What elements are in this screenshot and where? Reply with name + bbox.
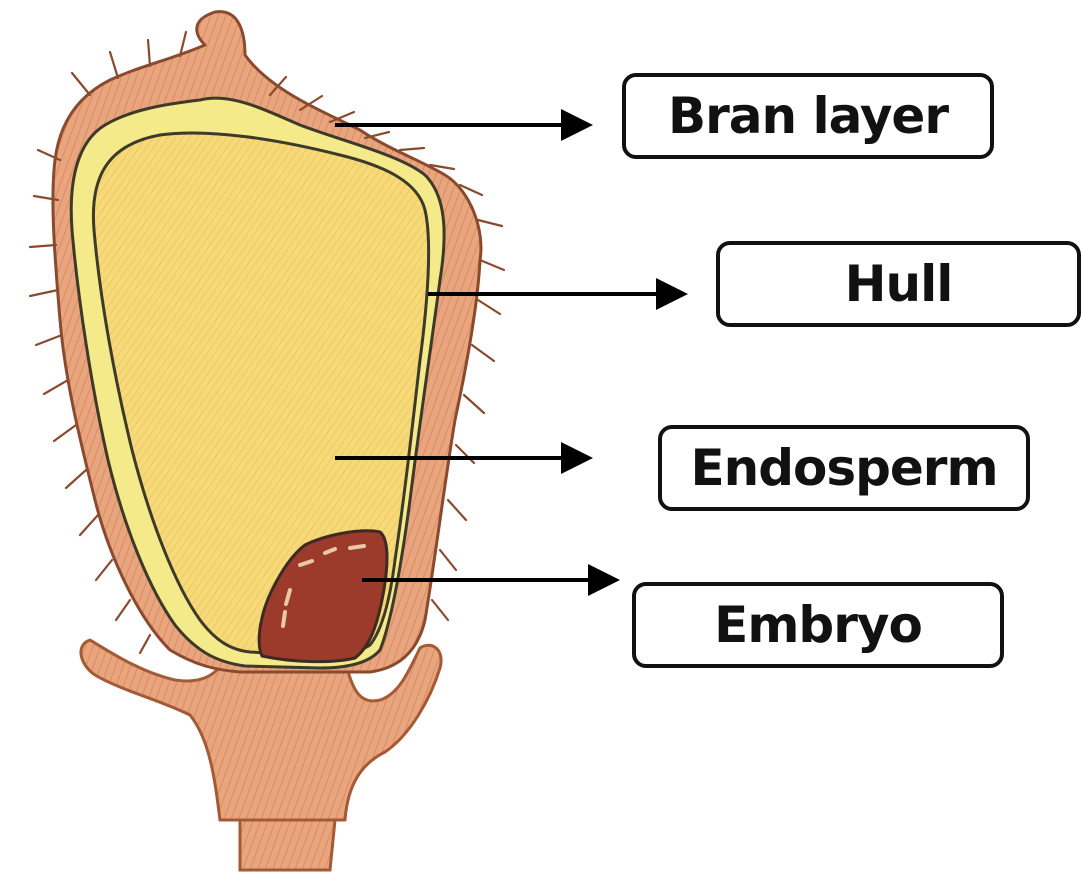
label-embryo: Embryo	[632, 582, 1004, 668]
label-hull-text: Hull	[845, 255, 953, 313]
label-bran-layer: Bran layer	[622, 73, 994, 159]
label-bran-layer-text: Bran layer	[668, 87, 948, 145]
label-hull: Hull	[716, 241, 1081, 327]
label-endosperm: Endosperm	[658, 425, 1030, 511]
label-endosperm-text: Endosperm	[690, 439, 997, 497]
label-embryo-text: Embryo	[714, 596, 922, 654]
stem	[81, 640, 441, 870]
